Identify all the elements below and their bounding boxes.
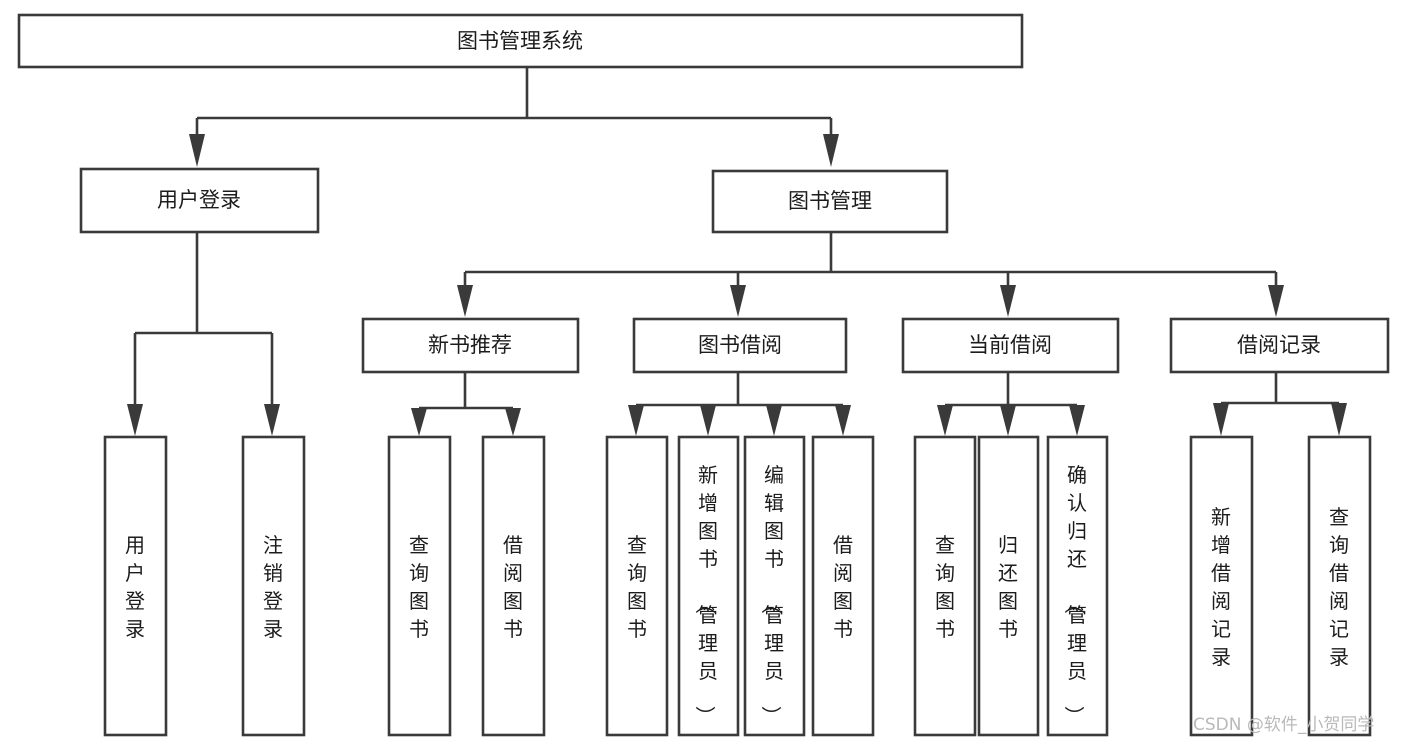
arrow-head-br-leaf-1 [1213, 403, 1229, 436]
leaf-book-borrow-edit-label: 编辑图书（管理员） [759, 463, 784, 726]
leaf-current-borrow-query-box[interactable] [913, 435, 977, 737]
arrow-head-bb-leaf-1 [628, 405, 644, 436]
leaf-current-borrow-confirm-box[interactable] [1046, 435, 1109, 737]
leaf-book-borrow-add-label: 新增图书（管理员） [693, 463, 718, 726]
leaf-new-book-borrow-box[interactable] [481, 435, 546, 737]
node-book-borrow-box[interactable] [632, 317, 848, 374]
node-borrow-record-label: 借阅记录 [1237, 333, 1321, 357]
arrow-head-bb-leaf-4 [835, 405, 851, 436]
arrow-head-cb-leaf-3 [1069, 405, 1085, 436]
arrow-head-book-borrow [730, 285, 746, 317]
leaf-book-borrow-add-box[interactable] [677, 435, 740, 737]
leaf-book-borrow-edit-box[interactable] [743, 435, 806, 737]
leaf-book-borrow-borrow-box[interactable] [811, 435, 875, 737]
leaf-user-login-login-label: 用户登录 [125, 533, 145, 641]
arrow-head-new-book [457, 285, 473, 317]
leaf-borrow-record-add[interactable]: 新增借阅记录 [1189, 435, 1254, 737]
node-borrow-record[interactable]: 借阅记录 [1169, 317, 1390, 374]
leaf-user-login-login-box[interactable] [103, 435, 168, 737]
watermark-label: CSDN @软件_小贺同学 [1193, 715, 1374, 735]
node-book-borrow[interactable]: 图书借阅 [632, 317, 848, 374]
arrow-head-current-borrow [1000, 285, 1016, 317]
node-root-label: 图书管理系统 [457, 29, 583, 53]
leaf-new-book-borrow[interactable]: 借阅图书 [481, 435, 546, 737]
leaf-new-book-query[interactable]: 查询图书 [387, 435, 452, 737]
node-user-login[interactable]: 用户登录 [79, 167, 320, 234]
node-book-management-label: 图书管理 [788, 189, 872, 213]
leaf-user-login-login[interactable]: 用户登录 [103, 435, 168, 737]
leaf-current-borrow-return-box[interactable] [977, 435, 1040, 737]
arrow-head-leaf-logout [264, 404, 280, 436]
node-current-borrow-box[interactable] [901, 317, 1120, 374]
leaf-borrow-record-query[interactable]: 查询借阅记录 [1307, 435, 1372, 737]
leaf-current-borrow-confirm-label: 确认归还（管理员） [1062, 463, 1087, 726]
node-book-management-box[interactable] [711, 169, 949, 234]
arrow-head-book-mgmt [823, 134, 839, 167]
leaf-new-book-query-label: 查询图书 [409, 533, 429, 641]
leaf-book-borrow-add[interactable]: 新增图书（管理员） [677, 435, 740, 737]
leaf-current-borrow-return[interactable]: 归还图书 [977, 435, 1040, 737]
node-book-management[interactable]: 图书管理 [711, 169, 949, 234]
leaf-book-borrow-query-label: 查询图书 [627, 533, 647, 641]
node-new-book-recommend-box[interactable] [361, 317, 580, 374]
node-user-login-box[interactable] [79, 167, 320, 234]
leaf-book-borrow-borrow-label: 借阅图书 [833, 533, 853, 641]
arrow-head-borrow-record [1268, 285, 1284, 317]
leaf-user-login-logout-label: 注销登录 [263, 533, 283, 641]
node-new-book-recommend-label: 新书推荐 [428, 333, 512, 357]
leaf-user-login-logout-box[interactable] [241, 435, 306, 737]
arrow-head-cb-leaf-1 [937, 405, 953, 436]
leaf-book-borrow-edit[interactable]: 编辑图书（管理员） [743, 435, 806, 737]
leaf-book-borrow-borrow[interactable]: 借阅图书 [811, 435, 875, 737]
node-user-login-label: 用户登录 [157, 188, 241, 212]
arrow-head-bb-leaf-3 [766, 405, 782, 436]
arrow-head-nb-leaf-2 [505, 408, 521, 436]
arrow-head-nb-leaf-1 [411, 408, 427, 436]
leaf-user-login-logout[interactable]: 注销登录 [241, 435, 306, 737]
arrow-head-leaf-user-login [127, 404, 143, 436]
leaf-borrow-record-query-label: 查询借阅记录 [1329, 505, 1349, 669]
node-current-borrow-label: 当前借阅 [968, 333, 1052, 357]
leaf-borrow-record-add-label: 新增借阅记录 [1211, 505, 1231, 669]
node-root[interactable]: 图书管理系统 [17, 13, 1024, 69]
node-new-book-recommend[interactable]: 新书推荐 [361, 317, 580, 374]
node-root-box[interactable] [17, 13, 1024, 69]
leaf-book-borrow-query-box[interactable] [605, 435, 669, 737]
leaf-current-borrow-confirm[interactable]: 确认归还（管理员） [1046, 435, 1109, 737]
leaf-current-borrow-query[interactable]: 查询图书 [913, 435, 977, 737]
leaf-new-book-borrow-label: 借阅图书 [503, 533, 523, 641]
node-book-borrow-label: 图书借阅 [698, 333, 782, 357]
leaf-borrow-record-query-box[interactable] [1307, 435, 1372, 737]
node-borrow-record-box[interactable] [1169, 317, 1390, 374]
node-current-borrow[interactable]: 当前借阅 [901, 317, 1120, 374]
leaf-new-book-query-box[interactable] [387, 435, 452, 737]
arrow-head-bb-leaf-2 [700, 405, 716, 436]
arrow-head-cb-leaf-2 [1000, 405, 1016, 436]
connector-group [127, 67, 1347, 436]
leaf-current-borrow-query-label: 查询图书 [935, 533, 955, 641]
leaf-current-borrow-return-label: 归还图书 [998, 533, 1018, 641]
arrow-head-br-leaf-2 [1331, 403, 1347, 436]
arrow-head-user-login [189, 134, 205, 167]
leaf-book-borrow-query[interactable]: 查询图书 [605, 435, 669, 737]
leaf-borrow-record-add-box[interactable] [1189, 435, 1254, 737]
